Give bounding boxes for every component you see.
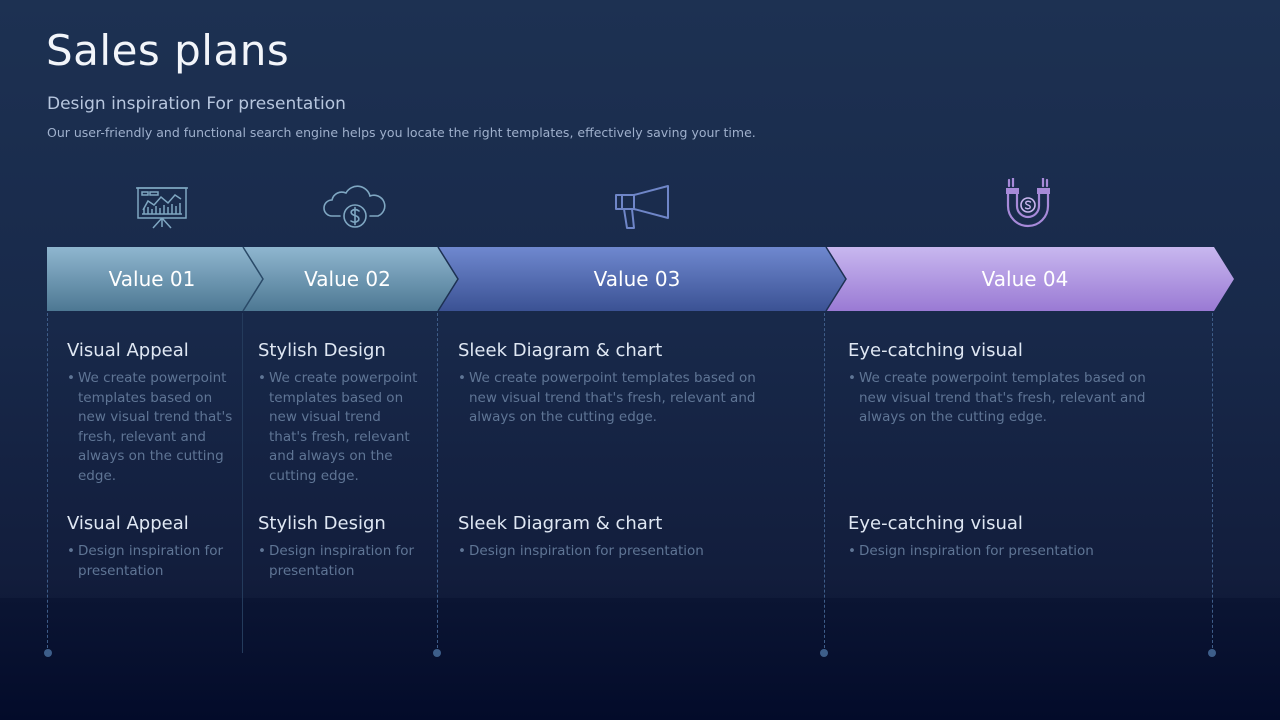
column-03-top: Sleek Diagram & chart We create powerpoi… [458,340,768,428]
column-heading: Visual Appeal [67,340,189,361]
column-text: Design inspiration for presentation [67,542,233,581]
column-04-top: Eye-catching visual We create powerpoint… [848,340,1158,428]
column-heading: Stylish Design [258,513,386,534]
column-01-top: Visual Appeal We create powerpoint templ… [67,340,233,486]
timeline-divider [47,313,48,653]
column-text: We create powerpoint templates based on … [458,369,768,428]
column-heading: Stylish Design [258,340,386,361]
stage-label-01: Value 01 [108,267,196,291]
timeline-dot [1208,649,1216,657]
column-heading: Visual Appeal [67,513,189,534]
timeline-divider [1212,313,1213,653]
bottom-band [0,598,1280,720]
column-heading: Eye-catching visual [848,340,1023,361]
column-heading: Sleek Diagram & chart [458,340,663,361]
timeline-divider [242,313,243,653]
column-heading: Sleek Diagram & chart [458,513,663,534]
timeline-dot [820,649,828,657]
chevron-value-01 [47,247,263,311]
column-heading: Eye-catching visual [848,513,1023,534]
column-text: We create powerpoint templates based on … [258,369,422,486]
page-subtitle: Design inspiration For presentation [47,94,346,114]
column-text: Design inspiration for presentation [458,542,788,562]
column-04-bottom: Eye-catching visual Design inspiration f… [848,513,1178,562]
stage-label-03: Value 03 [593,267,681,291]
chevron-value-03 [438,247,846,311]
column-03-bottom: Sleek Diagram & chart Design inspiration… [458,513,788,562]
timeline-dot [433,649,441,657]
chevron-value-04 [826,247,1234,311]
timeline-divider [824,313,825,653]
column-01-bottom: Visual Appeal Design inspiration for pre… [67,513,233,581]
cloud-dollar-icon [323,185,386,228]
magnet-dollar-icon [1006,178,1050,228]
page-title: Sales plans [46,26,290,75]
timeline-dot [44,649,52,657]
column-text: Design inspiration for presentation [848,542,1178,562]
column-text: We create powerpoint templates based on … [848,369,1158,428]
chevron-value-02 [243,247,458,311]
column-text: We create powerpoint templates based on … [67,369,233,486]
page-description: Our user-friendly and functional search … [47,125,756,140]
timeline-divider [437,313,438,653]
stage-label-04: Value 04 [981,267,1069,291]
column-02-bottom: Stylish Design Design inspiration for pr… [258,513,422,581]
stage-label-02: Value 02 [304,267,391,291]
column-02-top: Stylish Design We create powerpoint temp… [258,340,422,486]
megaphone-icon [615,185,669,229]
presentation-chart-icon [136,187,188,229]
column-text: Design inspiration for presentation [258,542,422,581]
